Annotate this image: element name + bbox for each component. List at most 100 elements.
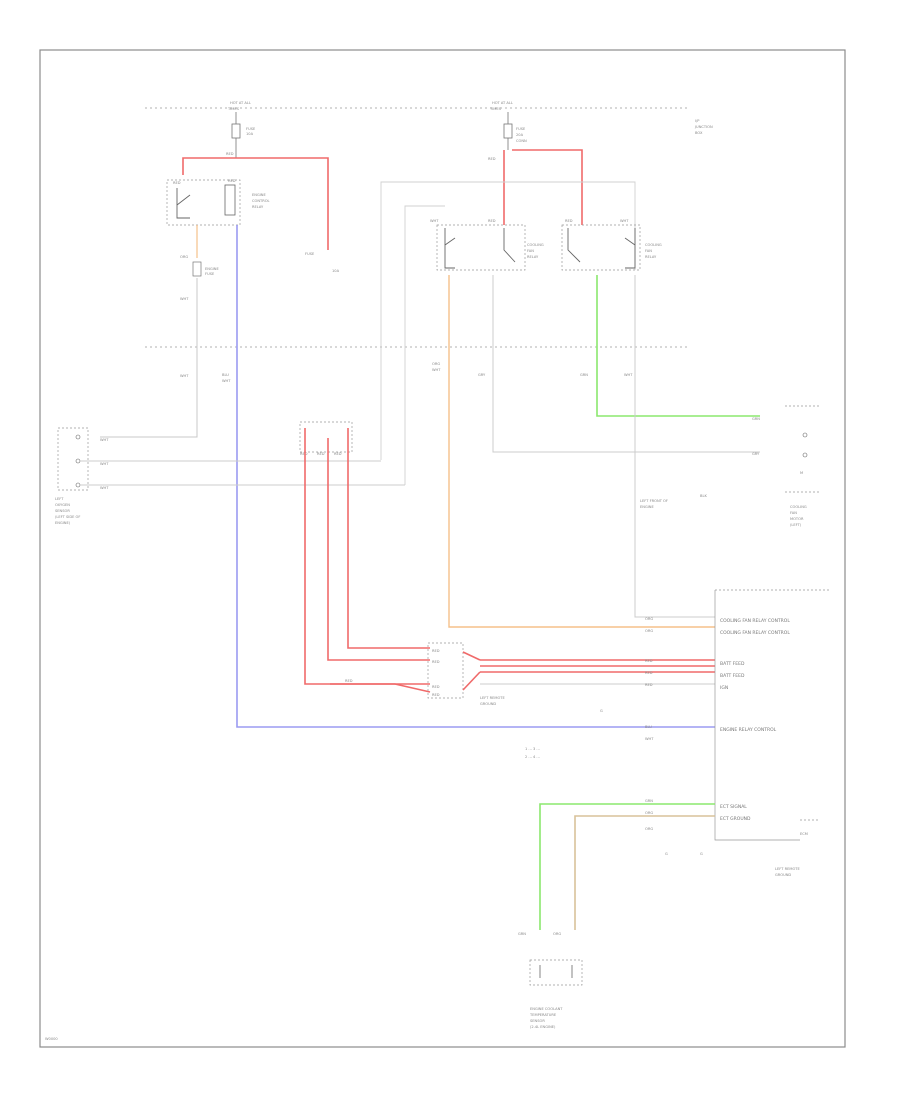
svg-text:WHT: WHT: [180, 297, 189, 301]
svg-text:FAN: FAN: [645, 249, 652, 253]
svg-text:RED: RED: [300, 452, 308, 456]
ect-sensor-bottom: GRN ORG ENGINE COOLANT TEMPERATURE SENSO…: [518, 932, 583, 1029]
splice-connector: RED RED RED RED: [427, 642, 464, 699]
ecm-pin-3: BATT FEED: [720, 661, 745, 667]
svg-text:COOLING: COOLING: [645, 243, 662, 247]
svg-text:CONTROL: CONTROL: [252, 199, 270, 203]
svg-text:ENGINE): ENGINE): [55, 521, 71, 525]
engine-control-relay: ENGINE CONTROL RELAY RED RED: [166, 179, 270, 226]
svg-text:LEFT REMOTE: LEFT REMOTE: [480, 696, 506, 700]
svg-text:20A: 20A: [516, 133, 524, 137]
svg-text:HOT AT ALL: HOT AT ALL: [492, 101, 513, 105]
svg-text:FUSE: FUSE: [246, 127, 256, 131]
svg-text:WHT: WHT: [620, 219, 629, 223]
svg-text:WHT: WHT: [432, 368, 441, 372]
svg-text:FAN: FAN: [790, 511, 797, 515]
wire-red-batt-3: [347, 428, 430, 649]
ground-label-a: BLK: [700, 494, 707, 498]
svg-text:RED: RED: [432, 649, 440, 653]
svg-text:BLU: BLU: [222, 373, 229, 377]
note-2: 2 ... 4 ...: [525, 755, 540, 759]
svg-text:G: G: [700, 852, 703, 856]
svg-text:LEFT: LEFT: [55, 497, 64, 501]
wire-grey-right-vertical: [634, 275, 715, 618]
ecm-pin-1: COOLING FAN RELAY CONTROL: [720, 618, 790, 624]
svg-text:RED: RED: [645, 671, 653, 675]
svg-text:OXYGEN: OXYGEN: [55, 503, 70, 507]
svg-text:GRN: GRN: [645, 799, 653, 803]
svg-text:(LEFT SIDE OF: (LEFT SIDE OF: [55, 515, 80, 519]
svg-text:TIMES: TIMES: [489, 107, 502, 111]
svg-text:LEFT REMOTE: LEFT REMOTE: [775, 867, 801, 871]
svg-text:GROUND: GROUND: [775, 873, 791, 877]
svg-text:M: M: [800, 471, 803, 475]
svg-text:ORG: ORG: [645, 617, 653, 621]
svg-text:WHT: WHT: [100, 486, 109, 490]
svg-text:BOX: BOX: [695, 131, 703, 135]
ip-connector: RED RED RED: [299, 421, 353, 456]
wire-red-fan-feed-2: [512, 149, 583, 225]
svg-text:FAN: FAN: [527, 249, 534, 253]
svg-text:RED: RED: [432, 693, 440, 697]
svg-text:COOLING: COOLING: [527, 243, 544, 247]
wire-grey-left-1: [100, 278, 198, 438]
svg-text:I/P: I/P: [695, 119, 700, 123]
svg-text:RED: RED: [645, 659, 653, 663]
cooling-fan-motor: GRN GRY M COOLING FAN MOTOR (LEFT): [752, 405, 820, 527]
svg-text:FUSE: FUSE: [205, 272, 215, 276]
svg-text:ENGINE: ENGINE: [640, 505, 654, 509]
wire-grey-fan-output: [492, 275, 760, 453]
svg-text:ENGINE COOLANT: ENGINE COOLANT: [530, 1007, 563, 1011]
svg-text:SENSOR: SENSOR: [55, 509, 70, 513]
svg-text:FUSE: FUSE: [516, 127, 526, 131]
svg-text:ORG: ORG: [180, 255, 188, 259]
svg-text:LEFT FRONT OF: LEFT FRONT OF: [640, 499, 668, 503]
svg-text:ORG: ORG: [645, 827, 653, 831]
wire-blue-engine-relay-control: [236, 225, 715, 728]
svg-text:ORG: ORG: [645, 811, 653, 815]
svg-text:RED: RED: [645, 683, 653, 687]
svg-text:10A: 10A: [246, 132, 254, 136]
ecm-pin-8: ECT GROUND: [720, 816, 751, 822]
svg-text:ECM: ECM: [800, 832, 808, 836]
svg-text:RED: RED: [226, 152, 234, 156]
right-fuse-group: HOT AT ALL TIMES FUSE 20A CONN I/P JUNCT…: [489, 101, 713, 150]
ecm-pin-4: BATT FEED: [720, 673, 745, 679]
svg-text:CONN: CONN: [516, 139, 527, 143]
svg-text:GRN: GRN: [518, 932, 526, 936]
svg-text:ORG: ORG: [553, 932, 561, 936]
svg-text:RELAY: RELAY: [645, 255, 657, 259]
svg-text:GRN: GRN: [580, 373, 588, 377]
fuse-left-symbol: [231, 123, 241, 139]
wire-orange-fan-control: [448, 275, 715, 628]
note-1: 1 ... 3 ...: [525, 747, 540, 751]
svg-text:RED: RED: [488, 157, 496, 161]
wire-red-relay-feed: [182, 157, 329, 250]
svg-text:SENSOR: SENSOR: [530, 1019, 545, 1023]
svg-text:ORG: ORG: [432, 362, 440, 366]
svg-text:WHT: WHT: [222, 379, 231, 383]
svg-text:WHT: WHT: [624, 373, 633, 377]
left-sensor-connector: LEFT OXYGEN SENSOR (LEFT SIDE OF ENGINE): [55, 427, 89, 525]
svg-text:G: G: [665, 852, 668, 856]
svg-text:TEMPERATURE: TEMPERATURE: [529, 1013, 557, 1017]
svg-text:RED: RED: [565, 219, 573, 223]
ecm-pin-5: IGN: [720, 685, 728, 691]
left-fuse-group: HOT AT ALL TIMES FUSE 10A RED: [226, 101, 256, 158]
fuse-left-2-label: FUSE: [305, 252, 315, 256]
fuse-left-3: [192, 261, 202, 277]
svg-text:RED: RED: [317, 452, 325, 456]
svg-text:(2.4L ENGINE): (2.4L ENGINE): [530, 1025, 556, 1029]
svg-text:G: G: [600, 709, 603, 713]
wire-grey-outline-1: [380, 181, 636, 460]
svg-text:GRY: GRY: [478, 373, 486, 377]
svg-text:MOTOR: MOTOR: [790, 517, 804, 521]
svg-text:GRY: GRY: [752, 452, 760, 456]
svg-text:RELAY: RELAY: [252, 205, 264, 209]
ecm-pin-6: ENGINE RELAY CONTROL: [720, 727, 777, 733]
wire-red-batt-2: [327, 438, 430, 661]
svg-text:(LEFT): (LEFT): [790, 523, 802, 527]
svg-text:COOLING: COOLING: [790, 505, 807, 509]
svg-text:WHT: WHT: [100, 438, 109, 442]
